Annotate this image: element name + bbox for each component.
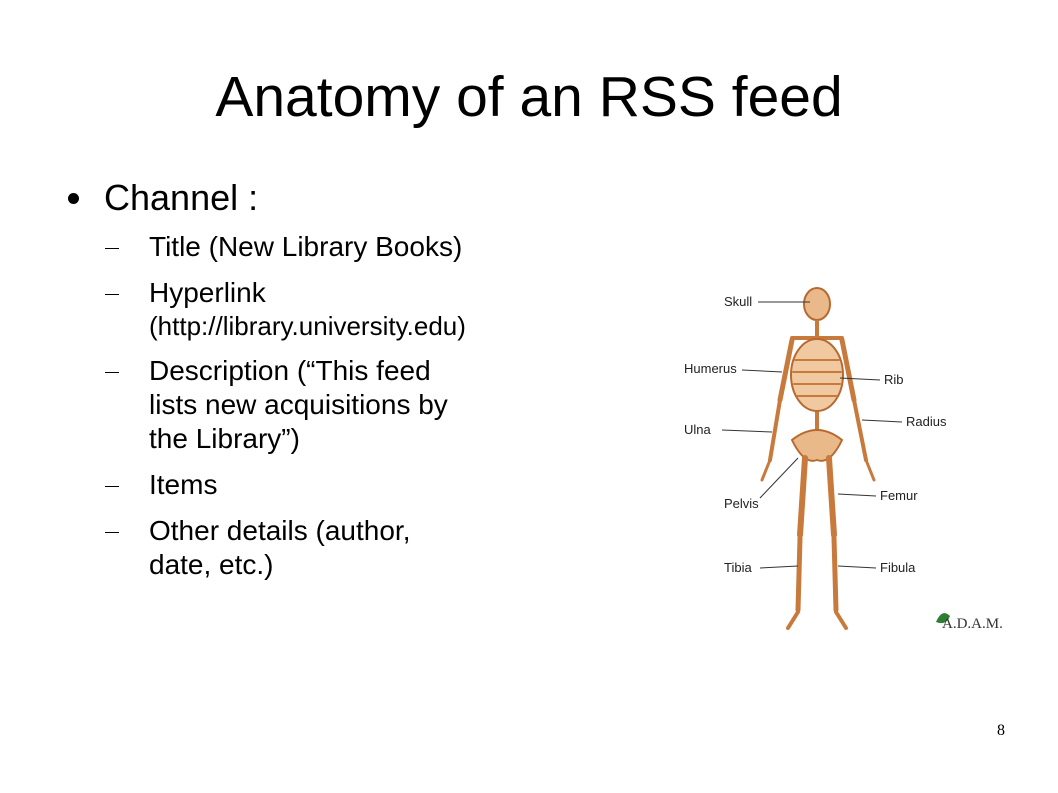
label-skull: Skull xyxy=(724,294,752,309)
dash-icon xyxy=(105,294,119,295)
label-pelvis: Pelvis xyxy=(724,496,759,511)
skeleton-illustration xyxy=(760,287,876,630)
sub-item-other-details: Other details (author, date, etc.) xyxy=(105,514,585,582)
label-ulna: Ulna xyxy=(684,422,712,437)
sub-item-text-cont: the Library”) xyxy=(149,423,300,454)
sub-item-text: Title (New Library Books) xyxy=(149,231,463,262)
label-tibia: Tibia xyxy=(724,560,752,575)
label-radius: Radius xyxy=(906,414,947,429)
sub-item-text-cont: (http://library.university.edu) xyxy=(149,311,466,341)
sub-item-text: Hyperlink xyxy=(149,277,266,308)
dash-icon xyxy=(105,532,119,533)
sub-bullet-list: Title (New Library Books) Hyperlink (htt… xyxy=(105,230,585,594)
sub-item-title: Title (New Library Books) xyxy=(105,230,585,264)
dash-icon xyxy=(105,248,119,249)
skeleton-figure: Skull Humerus Ulna Pelvis Tibia Rib Radi… xyxy=(684,287,1003,632)
sub-item-text: Items xyxy=(149,469,218,500)
sub-item-description: Description (“This feed lists new acquis… xyxy=(105,354,585,456)
label-humerus: Humerus xyxy=(684,361,737,376)
label-fibula: Fibula xyxy=(880,560,916,575)
adam-logo: A.D.A.M. xyxy=(936,613,1003,632)
main-bullet-label: Channel : xyxy=(104,177,259,218)
label-rib: Rib xyxy=(884,372,904,387)
sub-item-hyperlink: Hyperlink (http://library.university.edu… xyxy=(105,276,585,342)
dash-icon xyxy=(105,486,119,487)
sub-item-items: Items xyxy=(105,468,585,502)
slide-title: Anatomy of an RSS feed xyxy=(215,65,843,129)
leaf-icon xyxy=(936,613,950,624)
logo-text: A.D.A.M. xyxy=(942,616,1003,632)
page-number: 8 xyxy=(997,722,1005,739)
label-femur: Femur xyxy=(880,488,918,503)
bullet-dot-icon xyxy=(68,193,79,204)
sub-item-text: Description (“This feed xyxy=(149,355,431,386)
sub-item-text: Other details (author, xyxy=(149,515,411,546)
dash-icon xyxy=(105,372,119,373)
sub-item-text-cont: date, etc.) xyxy=(149,549,274,580)
sub-item-text-cont: lists new acquisitions by xyxy=(149,389,448,420)
label-lines xyxy=(721,301,903,569)
